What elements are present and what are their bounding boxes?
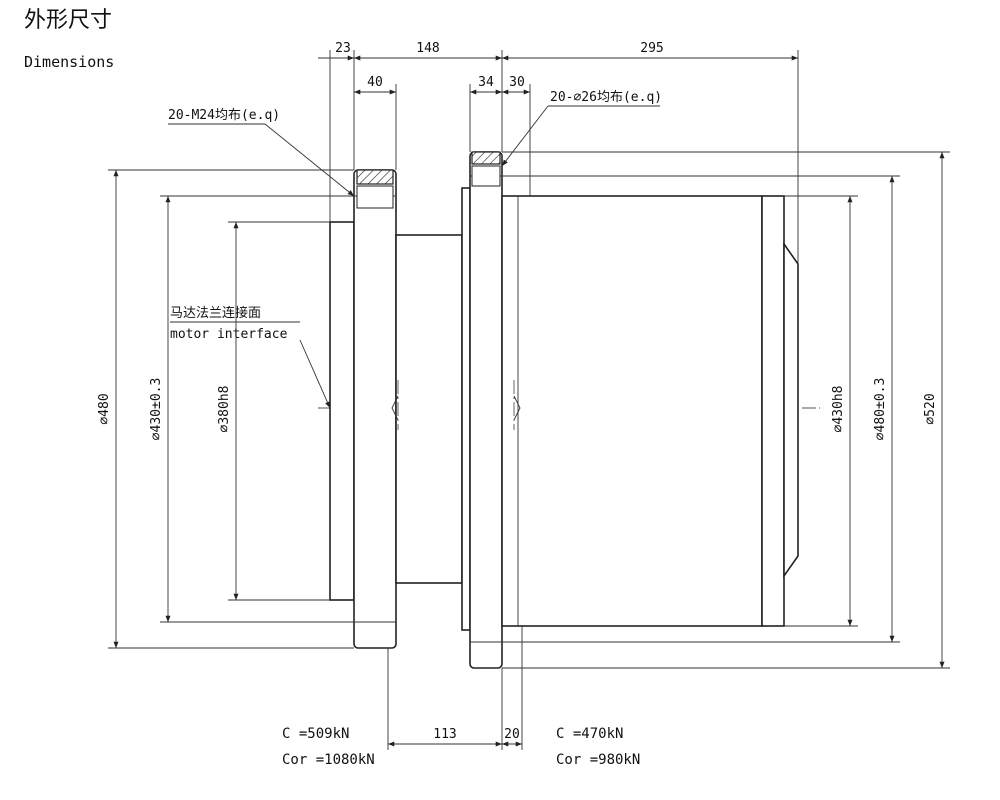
load-left-cor: Cor =1080kN [282, 752, 375, 768]
load-left-c: C =509kN [282, 726, 349, 742]
dim-20: 20 [504, 727, 520, 742]
dim-295: 295 [640, 41, 663, 56]
gearbox-outline [329, 151, 799, 669]
horizontal-dimensions [318, 55, 798, 747]
dim-23: 23 [335, 41, 351, 56]
dim-dia-480-tol: ⌀480±0.3 [873, 378, 888, 441]
note-motor-interface-en: motor interface [170, 327, 288, 342]
vertical-dimension-labels: ⌀480 ⌀430±0.3 ⌀380h8 ⌀430h8 ⌀480±0.3 ⌀52… [97, 378, 938, 441]
bolt-hole-left-hatch [356, 169, 394, 185]
dim-dia-430-tol: ⌀430±0.3 [149, 378, 164, 441]
vertical-dimensions [113, 152, 945, 668]
dim-dia-380h8: ⌀380h8 [217, 386, 232, 433]
dim-148: 148 [416, 41, 439, 56]
load-right-c: C =470kN [556, 726, 623, 742]
dim-dia-480: ⌀480 [97, 393, 112, 424]
dim-113: 113 [433, 727, 456, 742]
bearing-loads: C =509kN Cor =1080kN C =470kN Cor =980kN [282, 726, 640, 768]
leader-notes: 20-M24均布(e.q) 20-⌀26均布(e.q) 马达法兰连接面 moto… [168, 90, 662, 409]
dim-34: 34 [478, 75, 494, 90]
dim-dia-430h8: ⌀430h8 [831, 386, 846, 433]
dim-dia-520: ⌀520 [923, 393, 938, 424]
note-bolt-left: 20-M24均布(e.q) [168, 108, 280, 123]
dim-30: 30 [509, 75, 525, 90]
note-bolt-right: 20-⌀26均布(e.q) [550, 90, 662, 105]
bolt-hole-right-hatch [471, 151, 501, 165]
title-cn: 外形尺寸 [24, 8, 112, 33]
load-right-cor: Cor =980kN [556, 752, 640, 768]
extension-lines [108, 50, 950, 750]
dim-40: 40 [367, 75, 383, 90]
horizontal-dimension-labels: 23 148 295 40 34 30 113 20 [335, 41, 664, 742]
title-en: Dimensions [24, 53, 114, 71]
note-motor-interface-cn: 马达法兰连接面 [170, 305, 261, 321]
